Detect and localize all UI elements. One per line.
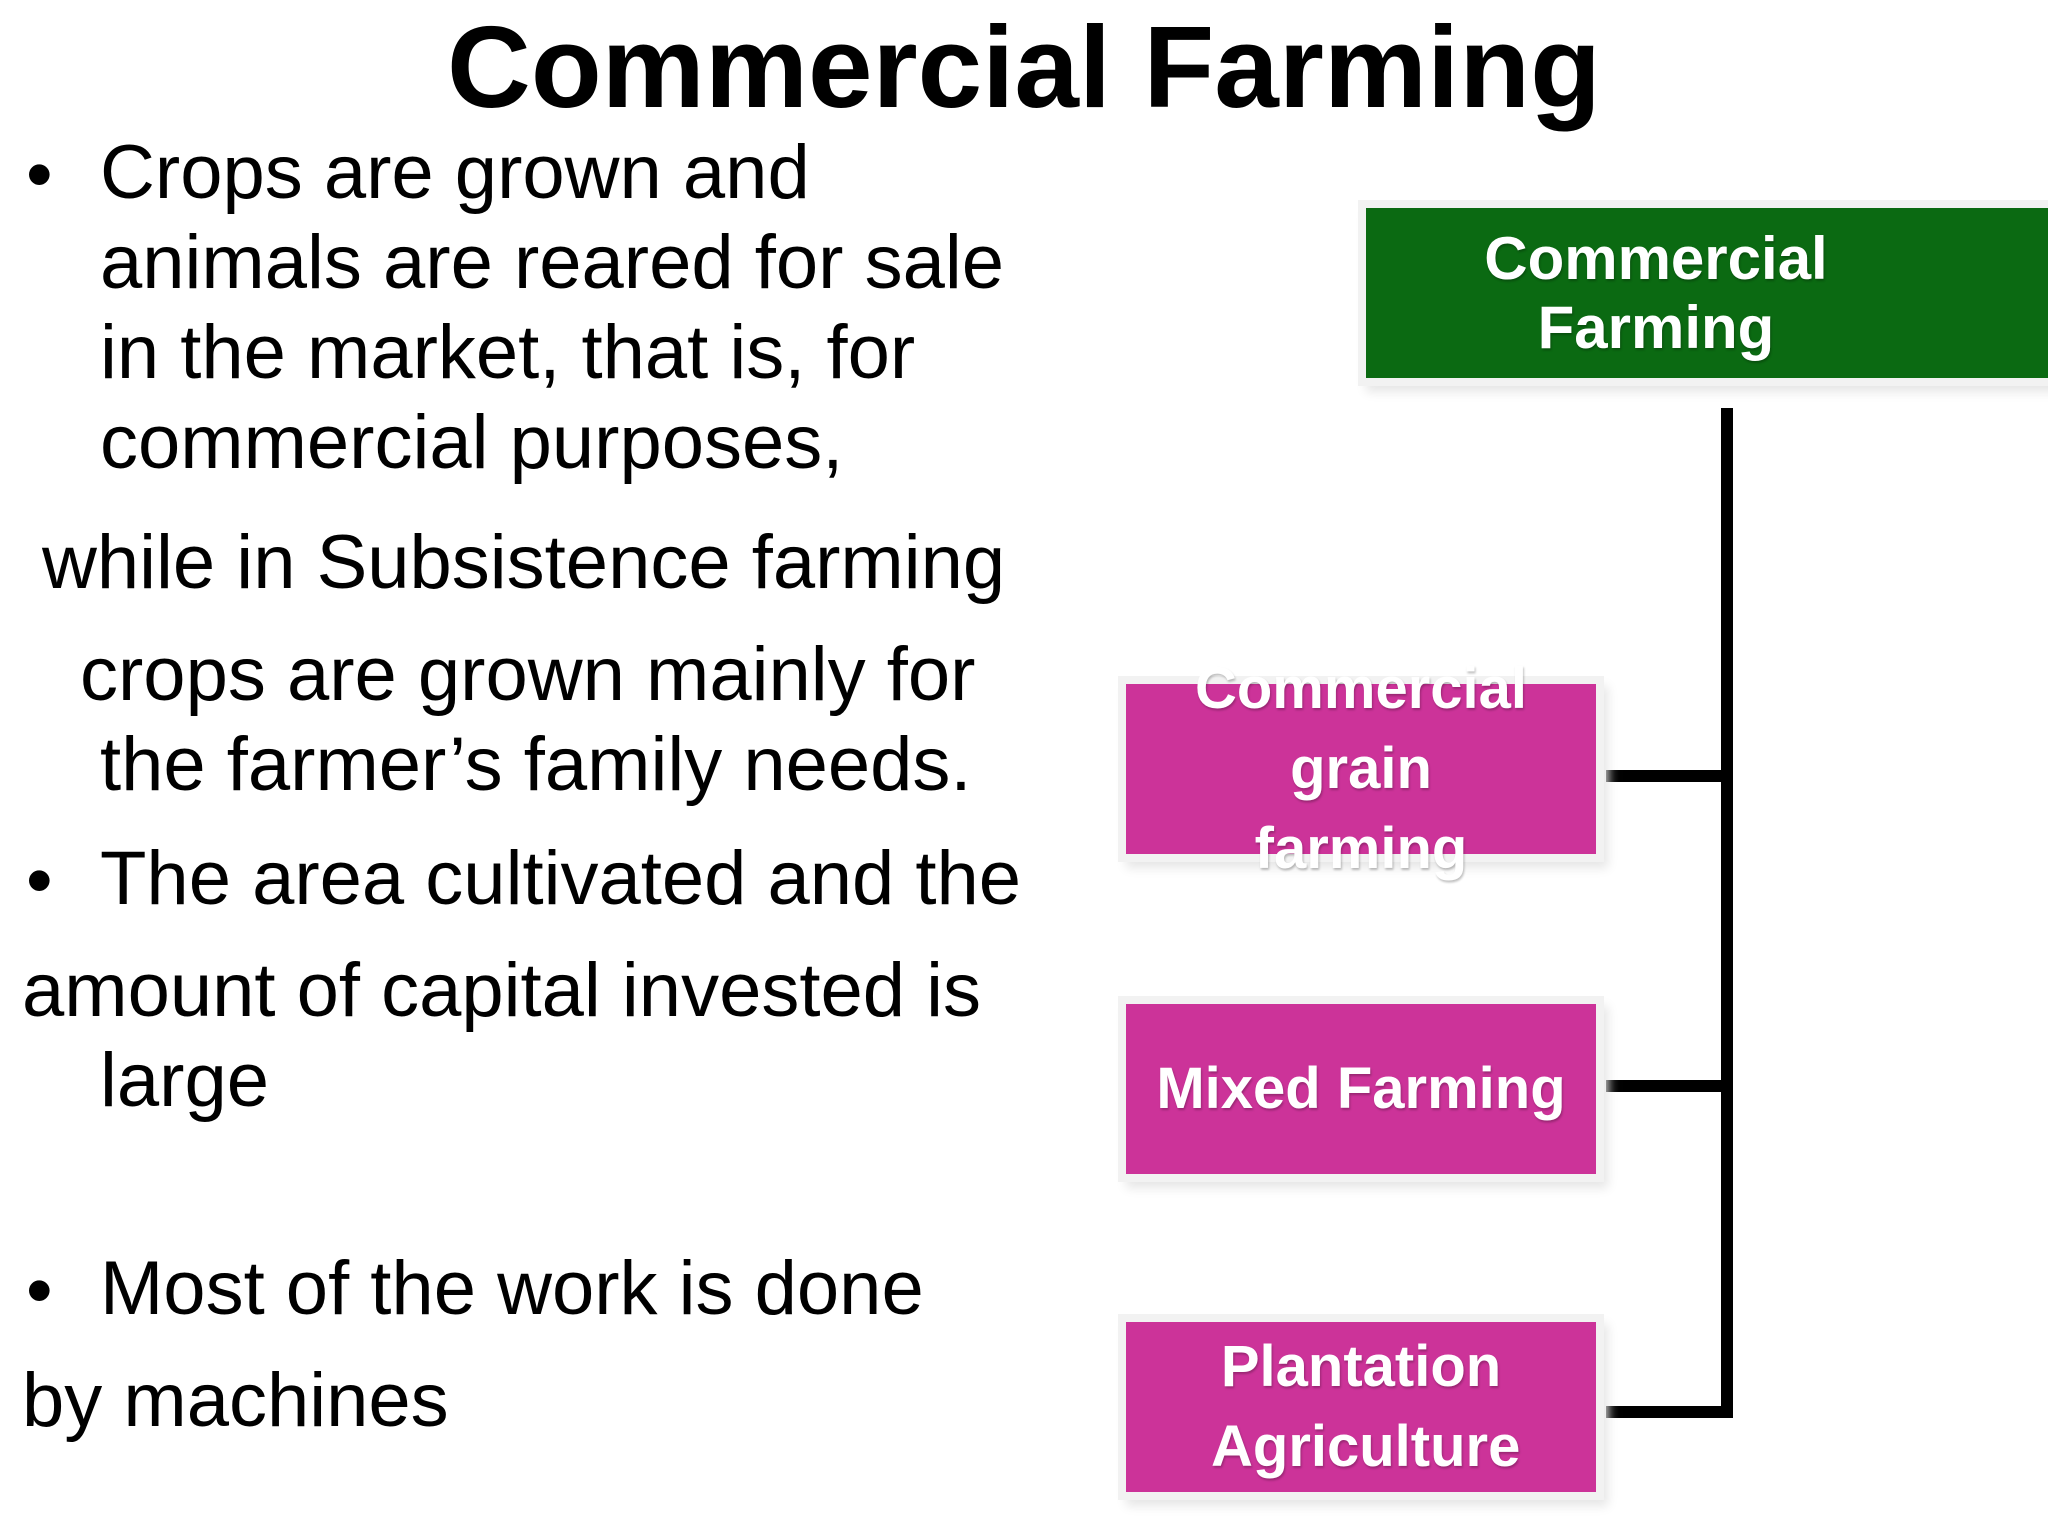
slide-title: Commercial Farming: [447, 2, 1601, 132]
child-node-plantation: Plantation Agriculture: [1126, 1322, 1596, 1492]
bullet-marker: •: [26, 838, 53, 923]
text-line: the farmer’s family needs.: [100, 722, 972, 807]
text-line: The area cultivated and the: [100, 836, 1022, 921]
text-line: Most of the work is done: [100, 1246, 924, 1331]
text-line: Crops are grown and: [100, 130, 810, 215]
text-line: by machines: [22, 1358, 449, 1443]
child-node-label: Commercial grain farming: [1194, 656, 1528, 881]
text-line: animals are reared for sale: [100, 220, 1004, 305]
text-line: commercial purposes,: [100, 400, 844, 485]
child-node-commercial-grain: Commercial grain farming: [1126, 656, 1596, 881]
child-node-label: Plantation Agriculture: [1211, 1334, 1521, 1479]
bullet-marker: •: [26, 132, 53, 217]
text-line: in the market, that is, for: [100, 310, 916, 395]
text-line: while in Subsistence farming: [42, 520, 1006, 605]
text-line: crops are grown mainly for: [80, 632, 976, 717]
text-line: large: [100, 1038, 269, 1123]
text-line: amount of capital invested is: [22, 948, 981, 1033]
root-node-label: Commercial Farming: [1484, 225, 1828, 361]
child-node-label: Mixed Farming: [1156, 1056, 1566, 1121]
root-node: Commercial Farming: [1366, 208, 2048, 378]
child-node-mixed-farming: Mixed Farming: [1126, 1004, 1596, 1174]
bullet-marker: •: [26, 1248, 53, 1333]
